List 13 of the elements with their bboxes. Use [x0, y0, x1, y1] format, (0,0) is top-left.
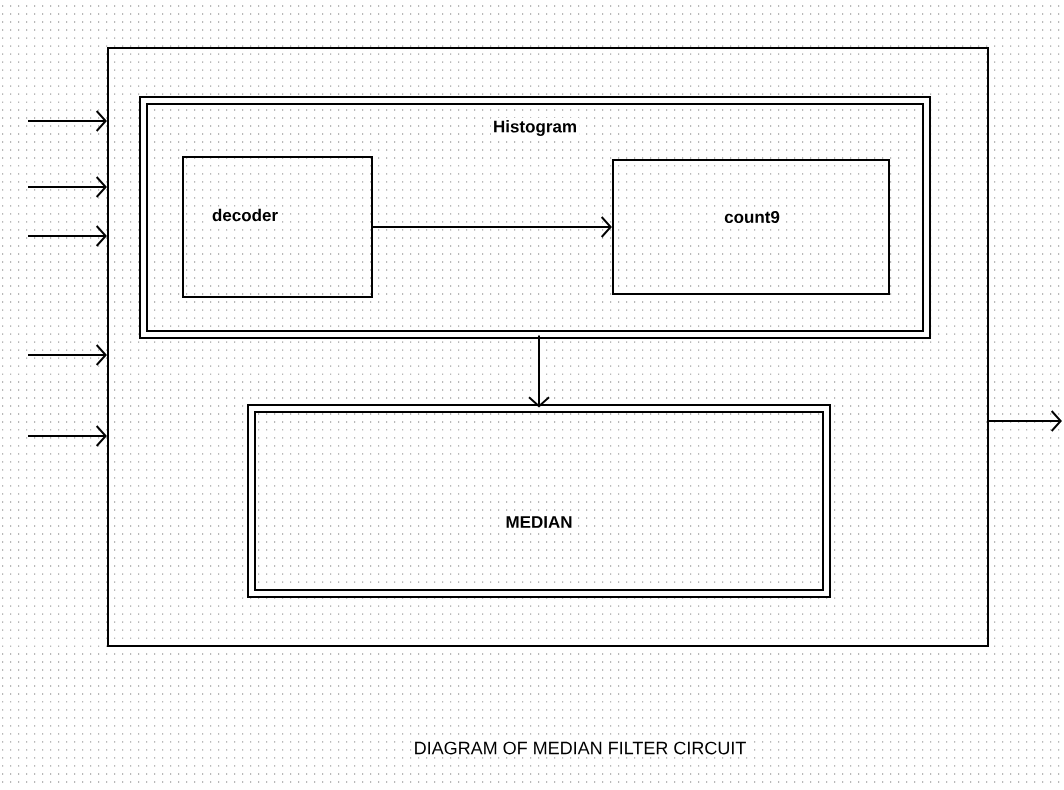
block-box: decoder — [182, 156, 373, 298]
arrow — [27, 425, 107, 447]
arrow — [27, 225, 107, 247]
arrow — [27, 176, 107, 198]
caption: DIAGRAM OF MEDIAN FILTER CIRCUIT — [411, 739, 749, 757]
arrow — [27, 110, 107, 132]
arrow — [27, 344, 107, 366]
arrow — [372, 216, 612, 238]
block-box: MEDIAN — [247, 404, 831, 598]
circuit-box — [107, 47, 989, 647]
arrow — [988, 410, 1062, 432]
arrow — [528, 334, 550, 408]
block-box: count9 — [612, 159, 890, 295]
